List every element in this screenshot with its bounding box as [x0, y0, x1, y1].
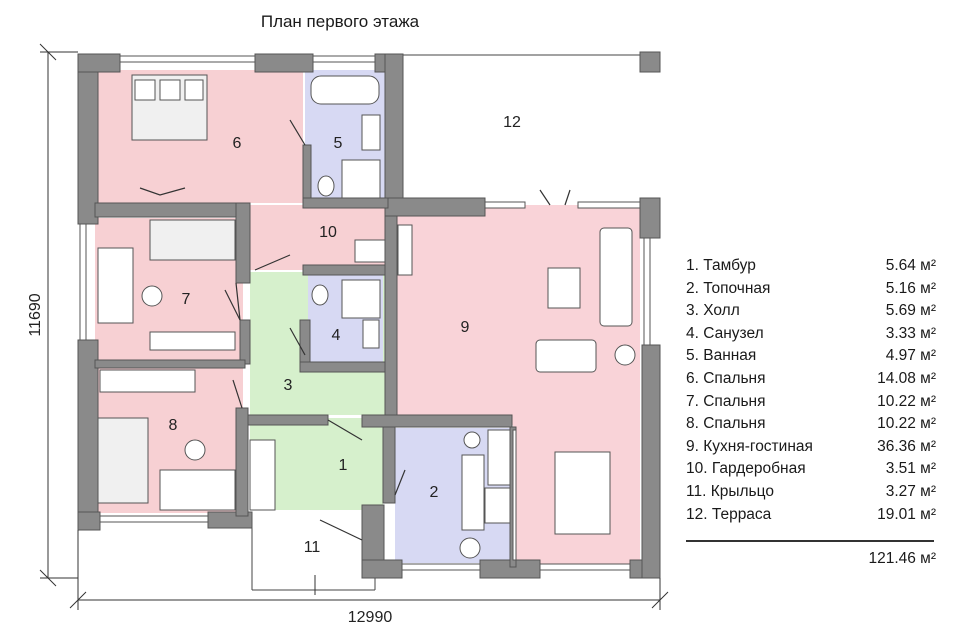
room-label-11: 11 — [304, 539, 321, 556]
room-label-4: 4 — [332, 327, 341, 344]
windows — [79, 55, 651, 571]
plant-icon — [614, 344, 636, 366]
room-label-6: 6 — [233, 135, 242, 152]
dimension-height: 11690 — [27, 293, 44, 336]
legend-divider — [686, 540, 934, 543]
washer-icon — [459, 537, 481, 559]
bed-icon — [97, 417, 149, 504]
room-label-5: 5 — [334, 135, 343, 152]
sink-icon — [361, 114, 381, 151]
room-label-9: 9 — [461, 319, 470, 336]
sofa-icon — [599, 227, 633, 327]
stove-icon — [484, 487, 511, 524]
island-icon — [554, 451, 611, 535]
walls — [77, 51, 661, 579]
chair-icon — [184, 439, 206, 461]
room-label-3: 3 — [284, 377, 293, 394]
dimension-lines — [39, 43, 669, 610]
room-label-12: 12 — [503, 114, 521, 131]
legend-total: 121.46 м² — [868, 550, 936, 568]
doors — [139, 119, 571, 541]
dimension-width: 12990 — [348, 609, 393, 626]
shower-icon — [341, 159, 381, 199]
room-label-10: 10 — [319, 224, 337, 241]
room-label-1: 1 — [339, 457, 348, 474]
coffee-table-icon — [547, 267, 581, 309]
bed-icon — [149, 219, 236, 261]
room-label-2: 2 — [430, 484, 439, 501]
room-label-8: 8 — [169, 417, 178, 434]
room-label-7: 7 — [182, 291, 191, 308]
bathtub-icon — [310, 75, 380, 105]
furniture — [97, 74, 636, 561]
plan-title: План первого этажа — [260, 12, 420, 31]
room-labels: 6 5 12 10 7 4 9 3 8 1 2 11 — [169, 114, 521, 556]
toilet-icon — [311, 284, 329, 306]
chair-icon — [141, 285, 163, 307]
toilet-icon — [317, 175, 335, 197]
boiler-icon — [463, 431, 481, 449]
armchair-icon — [535, 339, 597, 373]
tv-unit-icon — [397, 224, 413, 276]
